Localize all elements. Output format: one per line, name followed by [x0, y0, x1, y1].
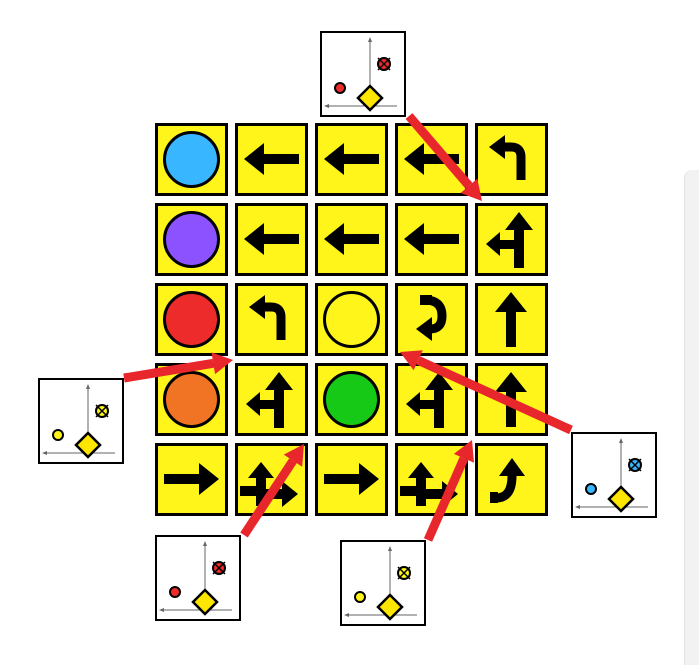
hint-card-top[interactable]: [320, 31, 406, 117]
hint-card-bottom-left[interactable]: [155, 535, 241, 621]
arrow-up-left-branch-icon: [486, 212, 533, 268]
tile-yellow-circle[interactable]: [315, 283, 388, 356]
tile-arrow-up-right-branch[interactable]: [395, 443, 468, 516]
green-circle-icon: [323, 371, 380, 428]
tile-arrow-up-left-branch[interactable]: [475, 203, 548, 276]
tile-blue-circle[interactable]: [155, 123, 228, 196]
purple-circle-icon: [163, 211, 220, 268]
orange-circle-icon: [163, 371, 220, 428]
hint-diagram-icon: [575, 438, 648, 513]
tile-arrow-left[interactable]: [395, 203, 468, 276]
tile-arrow-left[interactable]: [315, 203, 388, 276]
tile-purple-circle[interactable]: [155, 203, 228, 276]
tile-arrow-left[interactable]: [235, 203, 308, 276]
arrow-left-icon: [244, 223, 299, 255]
arrow-up-right-branch-icon: [240, 462, 298, 507]
arrow-left-icon: [404, 143, 459, 175]
arrow-right-icon: [324, 463, 379, 495]
tile-arrow-uturn-left-down[interactable]: [395, 283, 468, 356]
tile-arrow-turn-right[interactable]: [475, 443, 548, 516]
hint-card-right[interactable]: [571, 432, 657, 518]
yellow-circle-icon: [323, 291, 380, 348]
arrow-left-icon: [324, 143, 379, 175]
tile-arrow-left[interactable]: [315, 123, 388, 196]
blue-circle-icon: [163, 131, 220, 188]
hint-diagram-icon: [344, 546, 417, 621]
tile-arrow-left[interactable]: [235, 123, 308, 196]
hint-diagram-icon: [324, 37, 397, 112]
side-panel-edge: [684, 170, 699, 665]
arrow-uturn-left-down-icon: [416, 295, 447, 341]
arrow-right-icon: [164, 463, 219, 495]
tile-arrow-uturn-left[interactable]: [235, 283, 308, 356]
tile-green-circle[interactable]: [315, 363, 388, 436]
tile-arrow-right[interactable]: [315, 443, 388, 516]
arrow-up-left-branch-icon: [406, 372, 453, 428]
arrow-turn-right-icon: [490, 458, 525, 503]
tile-red-circle[interactable]: [155, 283, 228, 356]
arrow-up-icon: [495, 292, 527, 347]
hint-card-bottom-right[interactable]: [340, 540, 426, 626]
hint-diagram-icon: [159, 541, 232, 616]
tile-arrow-uturn-left[interactable]: [475, 123, 548, 196]
arrow-left-icon: [244, 143, 299, 175]
tile-arrow-up-right-branch[interactable]: [235, 443, 308, 516]
tile-arrow-up[interactable]: [475, 283, 548, 356]
arrow-up-icon: [495, 372, 527, 427]
tile-arrow-up[interactable]: [475, 363, 548, 436]
tile-arrow-up-left-branch[interactable]: [395, 363, 468, 436]
arrow-uturn-left-icon: [489, 135, 526, 180]
hint-diagram-icon: [42, 384, 115, 459]
arrow-left-icon: [404, 223, 459, 255]
tile-orange-circle[interactable]: [155, 363, 228, 436]
tile-arrow-right[interactable]: [155, 443, 228, 516]
arrow-uturn-left-icon: [249, 295, 286, 340]
arrow-up-left-branch-icon: [246, 372, 293, 428]
arrow-left-icon: [324, 223, 379, 255]
tile-arrow-left[interactable]: [395, 123, 468, 196]
red-circle-icon: [163, 291, 220, 348]
hint-card-left[interactable]: [38, 378, 124, 464]
arrow-up-right-branch-icon: [400, 462, 458, 507]
tile-arrow-up-left-branch[interactable]: [235, 363, 308, 436]
